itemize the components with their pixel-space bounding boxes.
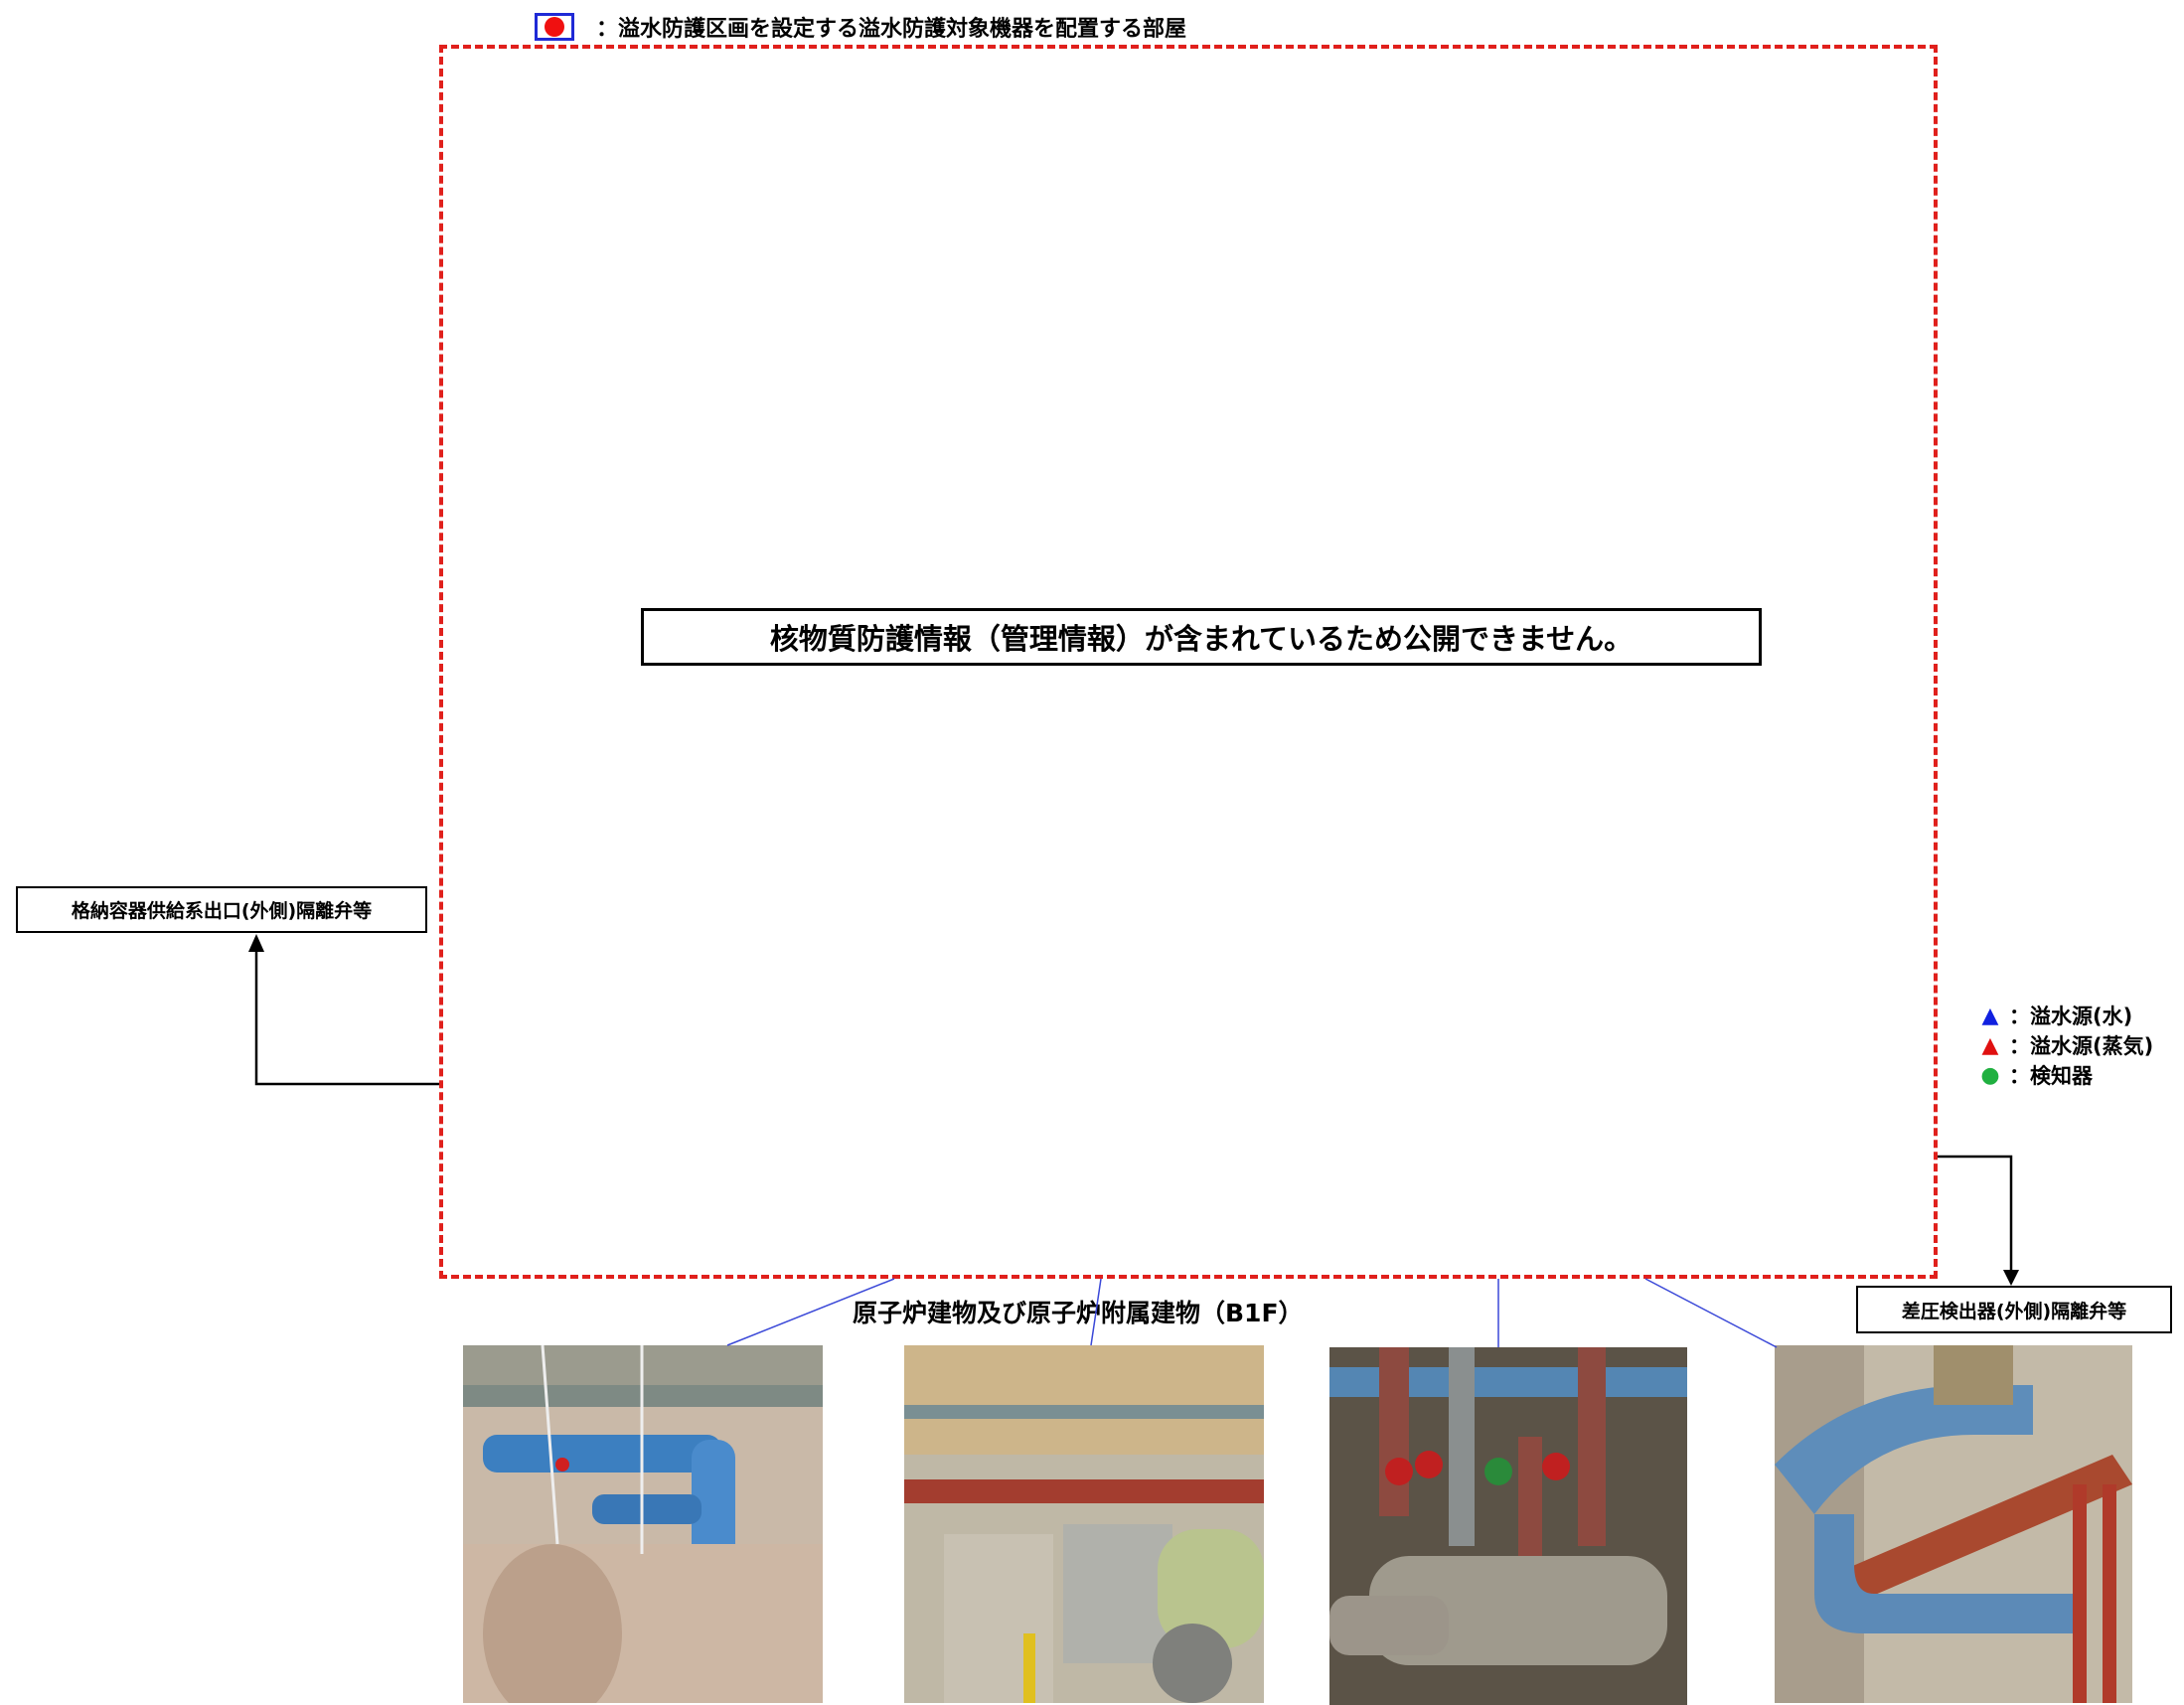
room-legend-label: ：溢水防護区画を設定する溢水防護対象機器を配置する部屋 <box>596 17 1187 42</box>
room-swatch-icon <box>535 13 574 41</box>
leader-line-photo-2 <box>1090 1278 1102 1346</box>
source-legend: ▲ ：溢水源(水) ▲ ：溢水源(蒸気) ● ：検知器 <box>1977 1002 2153 1091</box>
arrowhead-right-icon <box>2003 1270 2019 1286</box>
callout-differential-pressure-valve: 差圧検出器(外側)隔離弁等 <box>1856 1286 2172 1333</box>
photo-blue-piping <box>463 1345 823 1703</box>
photo-ceiling-piping <box>904 1345 1264 1703</box>
arrowhead-left-icon <box>248 934 264 952</box>
leader-line-photo-1 <box>726 1278 895 1346</box>
arrow-to-left-callout <box>254 939 439 1086</box>
green-circle-icon: ● <box>1980 1063 2000 1088</box>
legend-item-steam: ▲ ：溢水源(蒸気) <box>1977 1031 2154 1061</box>
photo-valve-manifold <box>1329 1347 1687 1705</box>
room-legend: ：溢水防護区画を設定する溢水防護対象機器を配置する部屋 <box>535 12 1186 42</box>
floor-title: 原子炉建物及び原子炉附属建物（B1F） <box>853 1299 1304 1327</box>
red-triangle-icon: ▲ <box>1981 1033 1999 1058</box>
legend-label-detector: ：検知器 <box>2009 1064 2093 1088</box>
flood-protection-area <box>439 45 1938 1279</box>
blue-triangle-icon: ▲ <box>1981 1004 1999 1028</box>
legend-label-steam: ：溢水源(蒸気) <box>2009 1034 2154 1058</box>
legend-label-water: ：溢水源(水) <box>2009 1005 2133 1028</box>
arrow-to-right-callout <box>1938 1155 2013 1274</box>
legend-item-detector: ● ：検知器 <box>1977 1061 2153 1091</box>
photo-insulated-pipes <box>1775 1345 2132 1703</box>
callout-containment-supply-valve: 格納容器供給系出口(外側)隔離弁等 <box>16 886 427 933</box>
legend-item-water: ▲ ：溢水源(水) <box>1977 1002 2153 1031</box>
nondisclosure-notice: 核物質防護情報（管理情報）が含まれているため公開できません。 <box>641 608 1762 666</box>
leader-line-photo-4 <box>1644 1278 1778 1348</box>
